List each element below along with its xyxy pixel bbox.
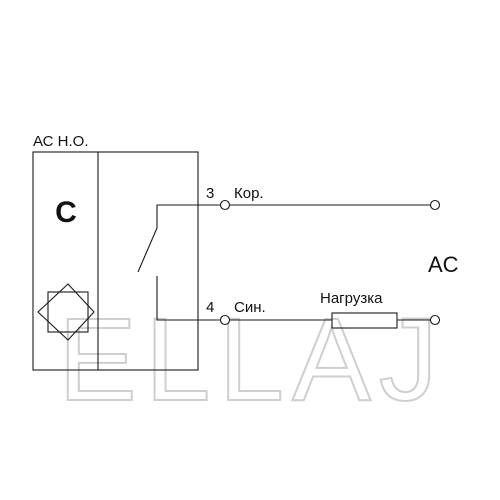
sensor-letter: C (55, 196, 77, 229)
terminal-4-wire: Син. (234, 299, 266, 316)
sensor-coil-square (47, 291, 89, 333)
sensor-body (32, 151, 199, 371)
watermark: ELLAJ (58, 294, 446, 426)
switch-blade (137, 227, 158, 273)
supply-pin-top (429, 199, 441, 211)
switch-top-lead (156, 204, 224, 228)
sensor-coil-diamond (37, 283, 95, 341)
terminal-3-pin (219, 199, 231, 211)
terminal-4-number: 4 (206, 299, 214, 316)
terminal-3-number: 3 (206, 185, 214, 202)
supply-pin-bottom (429, 314, 441, 326)
terminal-3-wire: Кор. (234, 185, 264, 202)
supply-label: AC (428, 252, 459, 277)
sensor-type-label: АС Н.О. (33, 133, 89, 150)
switch-bottom-lead (156, 276, 224, 321)
terminal-4-pin (219, 314, 231, 326)
load-label: Нагрузка (320, 290, 383, 307)
